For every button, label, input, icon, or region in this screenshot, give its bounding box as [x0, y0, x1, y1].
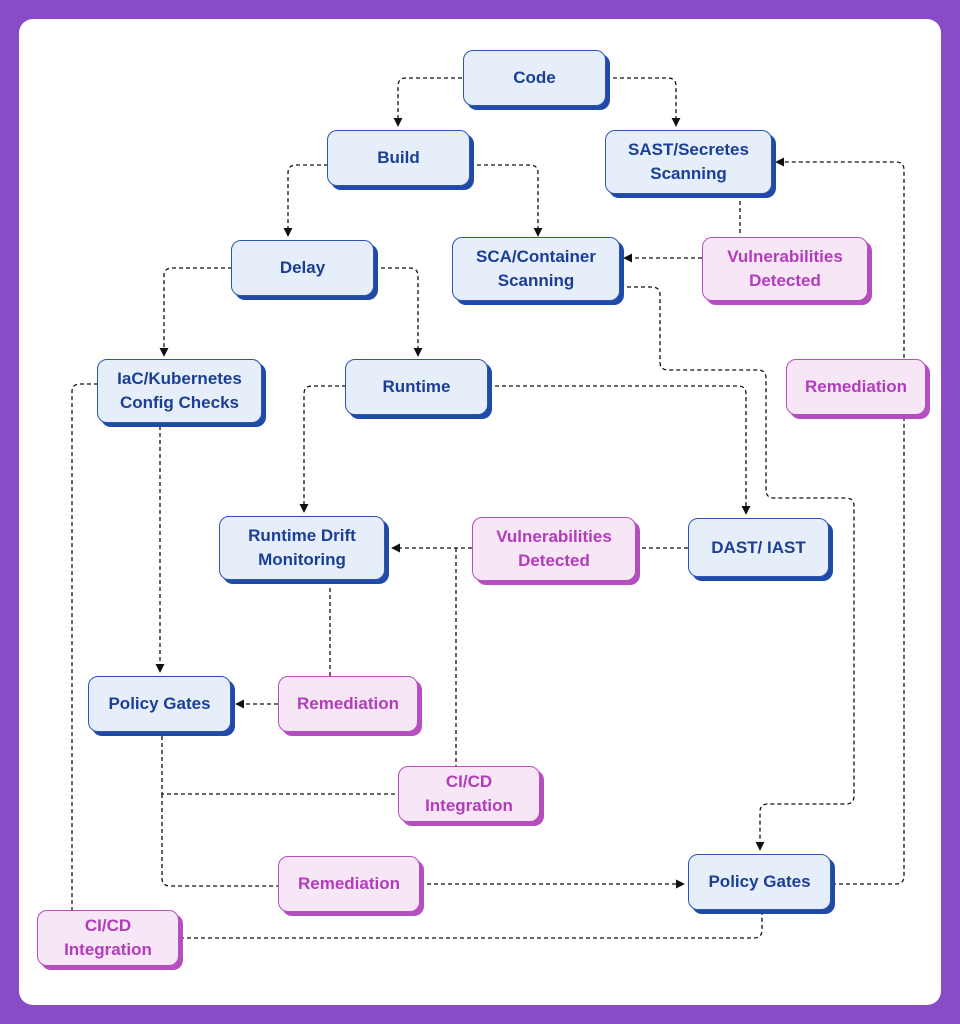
edge-sca-policy-right [620, 286, 855, 851]
node-code[interactable]: Code [463, 50, 606, 106]
edge-code-sast [606, 77, 681, 127]
node-policy-gates-left[interactable]: Policy Gates [88, 676, 231, 732]
node-remediation-mid[interactable]: Remediation [278, 676, 418, 732]
node-delay[interactable]: Delay [231, 240, 374, 296]
edge-policy-cicd [161, 736, 398, 795]
node-remediation-right[interactable]: Remediation [786, 359, 926, 415]
edge-delay-iac [159, 267, 232, 357]
edge-cicd-policy-right [180, 912, 763, 939]
node-vulnerabilities-detected-mid[interactable]: Vulnerabilities Detected [472, 517, 636, 581]
edge-runtime-dast [488, 385, 751, 515]
node-runtime-drift-monitoring[interactable]: Runtime Drift Monitoring [219, 516, 385, 580]
node-ci-cd-integration-bottom[interactable]: CI/CD Integration [37, 910, 179, 966]
node-dast-iast[interactable]: DAST/ IAST [688, 518, 829, 577]
diagram-card [19, 19, 941, 1005]
edge-delay-runtime [374, 267, 423, 357]
edge-build-delay [283, 164, 328, 237]
node-sast-secretes-scanning[interactable]: SAST/Secretes Scanning [605, 130, 772, 194]
node-ci-cd-integration-mid[interactable]: CI/CD Integration [398, 766, 540, 822]
edge-iac-cicd-bottom [71, 383, 98, 910]
node-build[interactable]: Build [327, 130, 470, 186]
node-sca-container-scanning[interactable]: SCA/Container Scanning [452, 237, 620, 301]
node-runtime[interactable]: Runtime [345, 359, 488, 415]
node-remediation-bottom[interactable]: Remediation [278, 856, 420, 912]
edge-policy-remediation-bottom [161, 794, 278, 887]
edge-policy-remediation-sast [775, 157, 905, 885]
node-iac-kubernetes-config-checks[interactable]: IaC/Kubernetes Config Checks [97, 359, 262, 423]
edge-build-sca [470, 164, 543, 237]
node-vulnerabilities-detected-top[interactable]: Vulnerabilities Detected [702, 237, 868, 301]
edge-runtime-drift [299, 385, 346, 513]
edge-code-build [393, 77, 462, 127]
node-policy-gates-right[interactable]: Policy Gates [688, 854, 831, 910]
